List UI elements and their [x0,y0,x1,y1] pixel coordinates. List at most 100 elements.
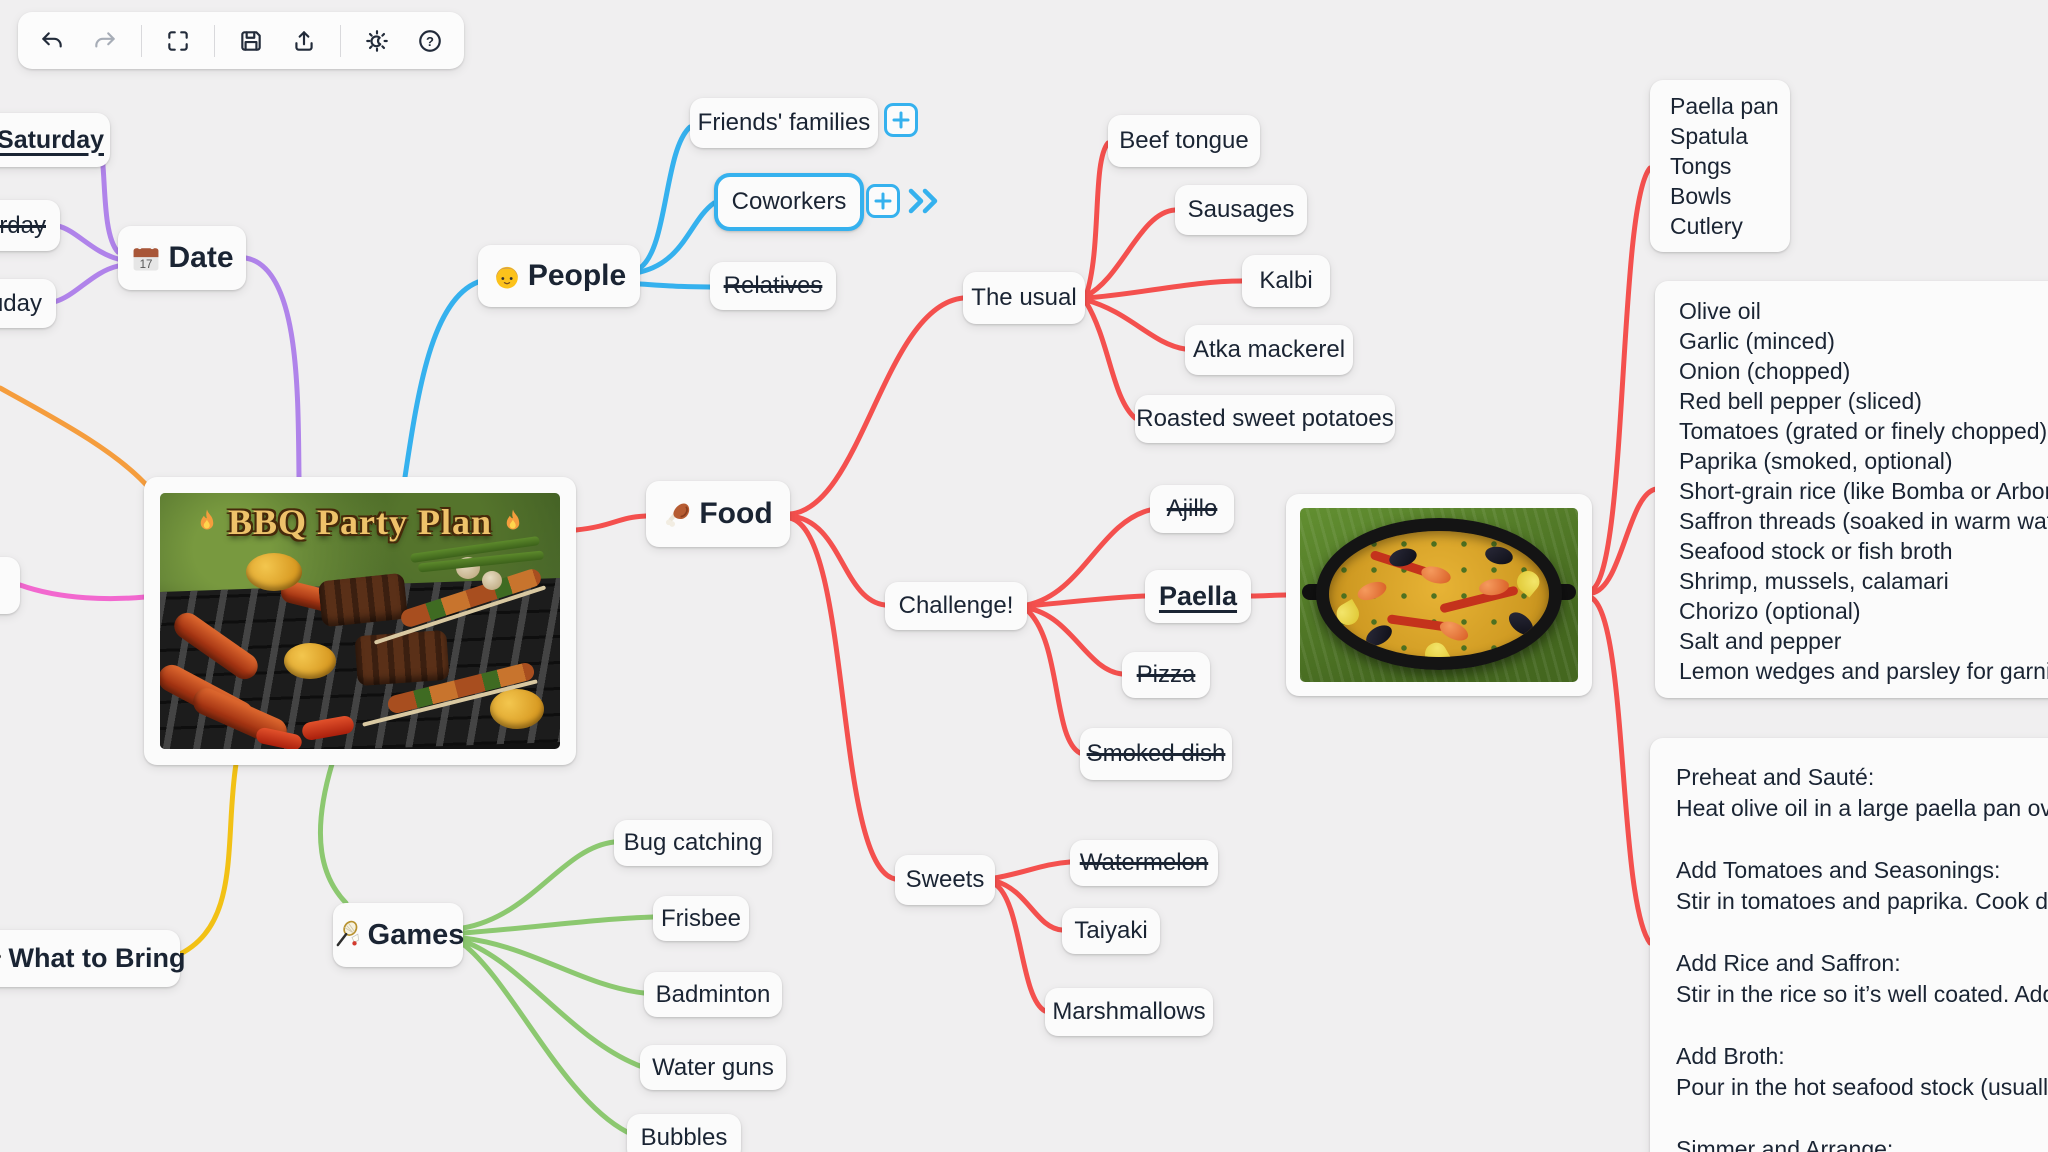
node-label: rday [0,211,46,239]
node-friends-families[interactable]: Friends' families [690,98,878,148]
node-label: Bug catching [623,829,763,856]
branch-theusual-beeftongue [1083,140,1111,299]
node-sunday[interactable]: uday [0,279,56,328]
expand-button[interactable] [906,186,942,221]
recipe-step-body: Stir in tomatoes and paprika. Cook down … [1676,888,2048,914]
node-water-guns[interactable]: Water guns [640,1045,786,1090]
node-smoked-dish[interactable]: Smoked dish [1080,728,1232,780]
node-pizza[interactable]: Pizza [1122,652,1210,698]
node-coworkers[interactable]: Coworkers [714,173,864,231]
node-relatives[interactable]: Relatives [710,262,836,310]
node-people[interactable]: People [478,245,640,307]
node-label: Badminton [655,980,771,1008]
add-child-button[interactable] [884,103,918,137]
recipe-step-title: Add Tomatoes and Seasonings: [1676,857,2001,883]
branch-central-date [243,255,302,480]
node-challenge[interactable]: Challenge! [885,582,1027,630]
toolbar-divider [214,24,216,57]
help-icon: ? [418,29,441,52]
list-item: Shrimp, mussels, calamari [1679,568,1949,594]
node-label: Sausages [1187,196,1295,223]
node-roasted-sweet-potatoes[interactable]: Roasted sweet potatoes [1135,395,1395,443]
node-label: Atka mackerel [1192,336,1346,363]
fit-view-button[interactable] [156,20,200,62]
list-item: Chorizo (optional) [1679,598,1861,624]
add-child-button[interactable] [866,184,900,218]
help-button[interactable]: ? [408,20,452,62]
list-item: Short-grain rice (like Bomba or Arborio) [1679,478,2048,504]
node-central-bbq-party-plan[interactable]: BBQ Party Plan [144,477,576,765]
node-label: What to Bring [8,943,186,973]
node-badminton[interactable]: Badminton [644,972,782,1017]
branch-image-recipe [1589,595,1653,946]
node-the-usual[interactable]: The usual [963,272,1085,324]
node-ingredients-list[interactable]: Olive oil Garlic (minced) Onion (chopped… [1655,281,2048,698]
node-kalbi[interactable]: Kalbi [1242,255,1330,307]
node-atka-mackerel[interactable]: Atka mackerel [1185,325,1353,375]
branch-theusual-sausages [1083,207,1178,299]
node-food[interactable]: Food [646,481,790,547]
node-marshmallows[interactable]: Marshmallows [1045,988,1213,1036]
node-watermelon[interactable]: Watermelon [1070,840,1218,886]
node-label: Ajillo [1166,495,1218,522]
branch-theusual-roasted [1083,299,1138,421]
branch-games-waterguns [460,938,643,1069]
theme-toggle-button[interactable] [355,20,399,62]
node-beef-tongue[interactable]: Beef tongue [1108,115,1260,167]
plus-icon [874,192,892,210]
node-saturday-struck[interactable]: rday [0,200,60,251]
node-label: Roasted sweet potatoes [1136,405,1394,432]
node-saturday[interactable]: Saturday [0,113,110,167]
node-label: People [527,259,627,292]
recipe-step: Preheat and Sauté: Heat olive oil in a l… [1676,762,2048,824]
node-what-to-bring[interactable]: What to Bring [0,930,185,987]
node-recipe-steps[interactable]: Preheat and Sauté: Heat olive oil in a l… [1650,738,2048,1152]
node-label: Saturday [0,125,104,154]
branch-games-bubbles [460,941,630,1135]
central-title: BBQ Party Plan [160,501,560,543]
branch-challenge-ajillo [1024,507,1153,608]
node-bubbles[interactable]: Bubbles [627,1114,741,1152]
node-paella-photo[interactable] [1286,494,1592,696]
node-frisbee[interactable]: Frisbee [653,896,749,941]
branch-people-friends [637,124,693,271]
branch-paella-image [1248,592,1289,599]
node-taiyaki[interactable]: Taiyaki [1062,908,1160,954]
undo-icon [42,31,62,47]
redo-button[interactable] [82,20,126,62]
node-bug-catching[interactable]: Bug catching [614,820,772,866]
branch-games-bugcatching [460,839,617,931]
list-item: Seafood stock or fish broth [1679,538,1953,564]
boy-icon [495,266,518,289]
calendar-icon: 17 [134,245,159,271]
node-tools-list[interactable]: Paella pan Spatula Tongs Bowls Cutlery [1650,80,1790,252]
node-date[interactable]: 17 Date [118,226,246,290]
list-item: Bowls [1670,183,1732,209]
node-ajillo[interactable]: Ajillo [1150,485,1234,533]
node-offscreen-left[interactable] [0,557,20,614]
node-label: Games [367,918,465,951]
node-sausages[interactable]: Sausages [1175,185,1307,235]
branch-date-struck [55,223,121,262]
undo-button[interactable] [30,20,74,62]
branch-theusual-atka [1083,297,1188,352]
node-label: Challenge! [898,592,1014,619]
branch-games-frisbee [460,914,656,936]
node-label: The usual [971,284,1077,311]
fire-icon [506,509,520,530]
paella-pan [1316,518,1562,670]
svg-text:17: 17 [140,259,153,271]
node-games[interactable]: Games [333,903,465,967]
recipe-step: Add Tomatoes and Seasonings: Stir in tom… [1676,855,2048,917]
export-button[interactable] [282,20,326,62]
node-paella[interactable]: Paella [1145,570,1251,623]
branch-image-ingredients [1589,486,1659,596]
central-title-text: BBQ Party Plan [228,502,492,542]
node-sweets[interactable]: Sweets [895,855,995,905]
paella-photo [1300,508,1578,682]
recipe-step: Add Rice and Saffron: Stir in the rice s… [1676,948,2048,1010]
save-button[interactable] [229,20,273,62]
list-item: Spatula [1670,123,1749,149]
bbq-photo: BBQ Party Plan [160,493,560,749]
toolbar-divider [140,24,142,57]
